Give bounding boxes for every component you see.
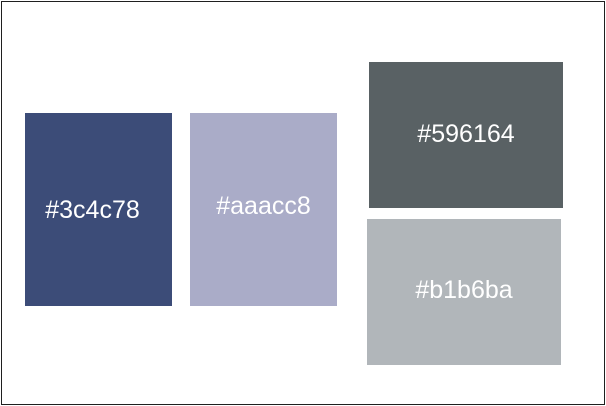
color-swatch-3: #596164 [369, 62, 563, 208]
swatch-label-2: #aaacc8 [216, 192, 311, 220]
color-swatch-1: #3c4c78 [25, 113, 172, 306]
swatch-label-4: #b1b6ba [415, 275, 513, 304]
color-swatch-4: #b1b6ba [367, 219, 561, 365]
color-swatch-2: #aaacc8 [190, 113, 337, 306]
swatch-label-1: #3c4c78 [45, 196, 140, 224]
swatch-label-3: #596164 [417, 119, 515, 148]
